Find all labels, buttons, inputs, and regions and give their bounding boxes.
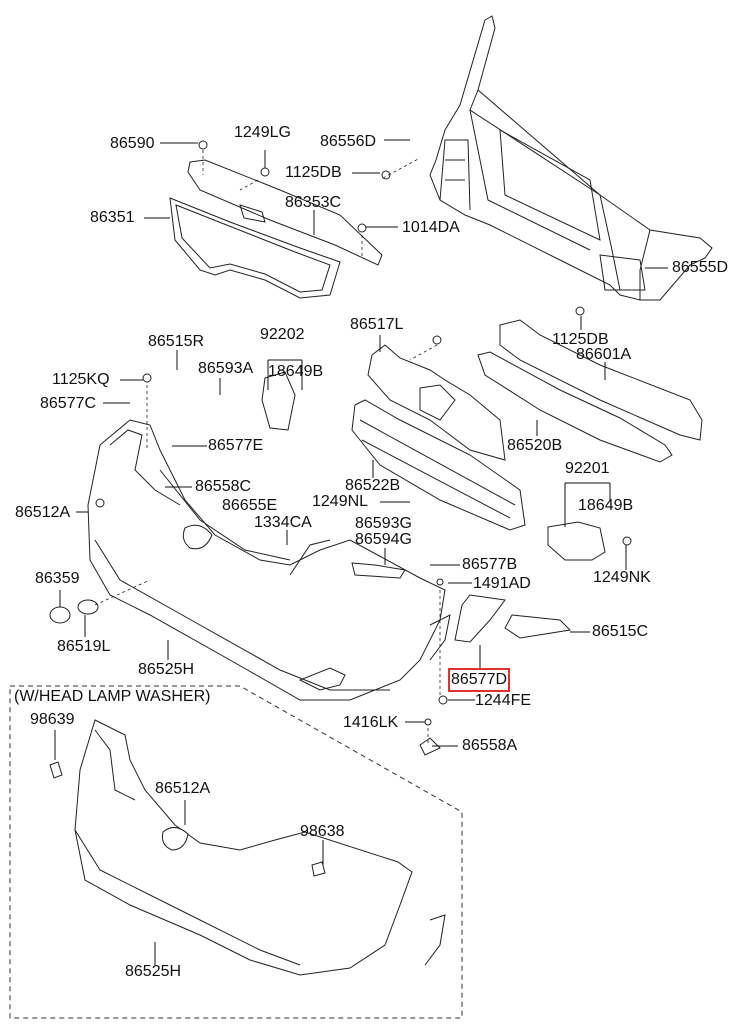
part-label-1125DB-lower[interactable]: 1125DB: [552, 331, 609, 348]
radiator-support-drawing: [429, 15, 713, 301]
part-label-86522B[interactable]: 86522B: [345, 477, 401, 494]
part-label-98638[interactable]: 98638: [300, 823, 345, 840]
inset-bumper-drawing: [9, 685, 463, 1019]
part-label-86577D-highlighted[interactable]: 86577D: [447, 668, 511, 692]
side-bracket-g-drawing: [351, 562, 406, 579]
part-label-86512A[interactable]: 86512A: [15, 504, 71, 521]
part-label-1416LK[interactable]: 1416LK: [343, 714, 399, 731]
part-label-1334CA[interactable]: 1334CA: [254, 514, 312, 531]
part-label-86558C[interactable]: 86558C: [195, 478, 252, 495]
part-label-86577E[interactable]: 86577E: [208, 437, 264, 454]
part-label-92201[interactable]: 92201: [565, 460, 610, 477]
part-label-1249LG[interactable]: 1249LG: [234, 124, 291, 141]
center-grille-drawing: [351, 344, 526, 531]
part-label-92202[interactable]: 92202: [260, 326, 305, 343]
part-label-86577C[interactable]: 86577C: [40, 395, 97, 412]
part-label-86593G[interactable]: 86593G: [355, 515, 412, 532]
fasteners-drawing: [95, 140, 632, 756]
part-label-98639[interactable]: 98639: [30, 711, 75, 728]
side-bracket-c-drawing: [504, 614, 572, 639]
part-label-86555D[interactable]: 86555D: [672, 259, 729, 276]
part-label-1125KQ[interactable]: 1125KQ: [52, 371, 110, 388]
part-label-1125DB[interactable]: 1125DB: [285, 164, 342, 181]
part-label-86655E[interactable]: 86655E: [222, 497, 278, 514]
part-label-86359[interactable]: 86359: [35, 570, 80, 587]
bumper-cover-drawing: [87, 419, 451, 701]
part-label-86556D[interactable]: 86556D: [320, 133, 377, 150]
part-label-86353C[interactable]: 86353C: [285, 194, 342, 211]
part-label-1491AD[interactable]: 1491AD: [473, 575, 531, 592]
part-label-86519L[interactable]: 86519L: [57, 638, 111, 655]
emblem-drawing: [49, 606, 71, 624]
side-bracket-drawing: [454, 594, 506, 643]
inset-note-head-lamp-washer: (W/HEAD LAMP WASHER): [14, 688, 211, 705]
part-label-86517L[interactable]: 86517L: [350, 316, 404, 333]
part-label-86525H[interactable]: 86525H: [138, 661, 195, 678]
part-label-86577B[interactable]: 86577B: [462, 556, 518, 573]
dashed-guides: [94, 150, 441, 745]
part-label-1014DA[interactable]: 1014DA: [402, 219, 460, 236]
part-label-18649B[interactable]: 18649B: [268, 363, 324, 380]
part-label-86594G[interactable]: 86594G: [355, 531, 412, 548]
part-label-86590[interactable]: 86590: [110, 135, 155, 152]
grille-drawing: [169, 159, 383, 299]
leader-lines: [54, 139, 668, 965]
fog-lamp-right-drawing: [547, 521, 606, 561]
part-label-86520B[interactable]: 86520B: [507, 437, 563, 454]
part-label-1244FE[interactable]: 1244FE: [475, 692, 532, 709]
fog-lamp-left-drawing: [261, 371, 296, 431]
part-label-1249NL[interactable]: 1249NL: [312, 493, 369, 510]
part-label-86351[interactable]: 86351: [90, 209, 135, 226]
part-label-86558A[interactable]: 86558A: [462, 737, 518, 754]
part-label-86601A[interactable]: 86601A: [576, 346, 632, 363]
part-label-86525H-inset[interactable]: 86525H: [125, 963, 182, 980]
emblem-pad-drawing: [77, 599, 99, 615]
part-label-86512A-inset[interactable]: 86512A: [155, 780, 211, 797]
bumper-beams-drawing: [477, 319, 703, 463]
part-label-86515R[interactable]: 86515R: [148, 333, 205, 350]
part-label-86593A[interactable]: 86593A: [198, 360, 254, 377]
part-label-18649B-lower[interactable]: 18649B: [578, 497, 634, 514]
part-label-1249NK[interactable]: 1249NK: [593, 569, 651, 586]
part-label-86515C[interactable]: 86515C: [592, 623, 649, 640]
